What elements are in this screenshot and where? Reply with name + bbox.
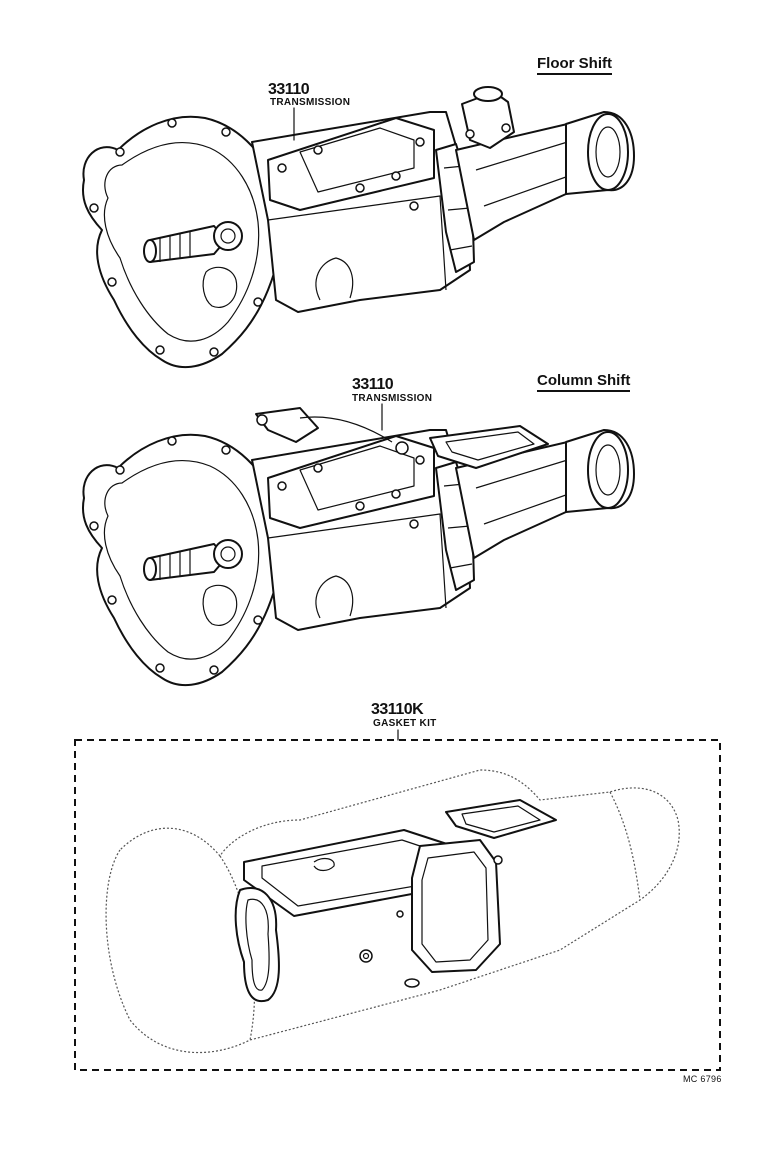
drain-plug-washer (359, 949, 373, 963)
column-shift-header: Column Shift (537, 373, 631, 392)
floor-shift-header: Floor Shift (537, 56, 612, 75)
gasket-part-number: 33110K (371, 701, 424, 718)
floor-part-number: 33110 (268, 81, 310, 98)
gasket-kit-boundary (74, 739, 721, 1071)
case-extension-gasket (411, 839, 501, 973)
gasket-part-name: GASKET KIT (373, 718, 437, 729)
column-shift-transmission-drawing (81, 403, 635, 687)
front-bearing-gasket (234, 887, 280, 1003)
seal-ring (404, 978, 420, 988)
floor-part-name: TRANSMISSION (270, 97, 351, 108)
gasket-kit-drawing (74, 729, 721, 1071)
floor-shift-transmission-drawing (81, 86, 635, 369)
column-part-number: 33110 (352, 376, 394, 393)
footer-code: MC 6796 (683, 1074, 722, 1084)
column-part-name: TRANSMISSION (352, 393, 433, 404)
extension-cover-gasket (445, 799, 557, 839)
